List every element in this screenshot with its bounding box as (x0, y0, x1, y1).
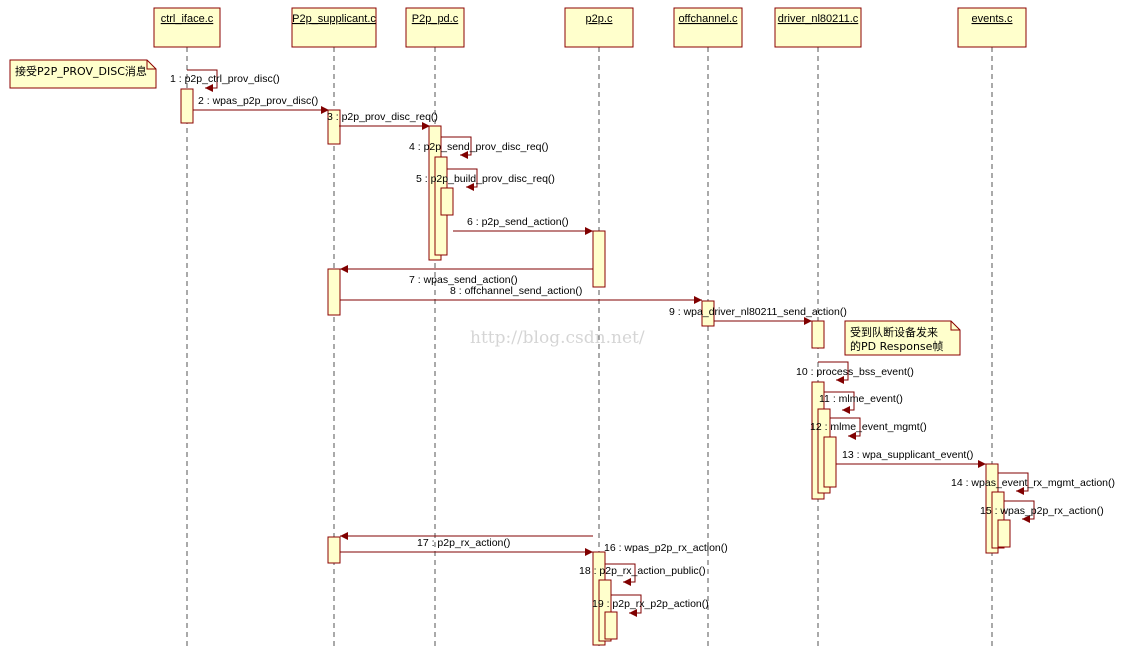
participant-supp-label: P2p_supplicant.c (292, 13, 376, 25)
activation-bar (327, 536, 341, 564)
message-10-arrow (818, 361, 849, 384)
message-5-arrow (447, 168, 478, 191)
note-2-text: 的PD Response帧 (850, 339, 943, 353)
participant-drv-label: driver_nl80211.c (778, 13, 859, 25)
message-8-label: 8 : offchannel_send_action() (450, 285, 582, 297)
message-19-arrow (611, 594, 642, 617)
participant-evt-label: events.c (972, 13, 1013, 25)
activation-bar (811, 320, 825, 349)
message-3-label: 3 : p2p_prov_disc_req() (327, 111, 438, 123)
message-11-label: 11 : mlme_event() (819, 393, 903, 405)
message-15-label: 15 : wpas_p2p_rx_action() (980, 505, 1104, 517)
message-10-label: 10 : process_bss_event() (796, 366, 914, 378)
activation-bar (604, 611, 618, 640)
note-2-text: 受到队断设备发来 (850, 325, 938, 339)
participant-drv-box[interactable] (774, 7, 862, 48)
activation-bar (823, 436, 837, 488)
participant-supp-box[interactable] (291, 7, 377, 48)
message-17-label: 17 : p2p_rx_action() (417, 537, 510, 549)
message-9-label: 9 : wpa_driver_nl80211_send_action() (669, 306, 847, 318)
activation-bar (327, 268, 341, 316)
note-2-box (844, 320, 961, 356)
participant-pd-box[interactable] (405, 7, 465, 48)
watermark-text: http://blog.csdn.net/ (470, 328, 645, 348)
participant-off-box[interactable] (673, 7, 743, 48)
message-2-label: 2 : wpas_p2p_prov_disc() (198, 95, 318, 107)
participant-off-label: offchannel.c (678, 13, 738, 25)
participant-ctrl-label: ctrl_iface.c (161, 13, 214, 25)
message-1-label: 1 : p2p_ctrl_prov_disc() (170, 73, 280, 85)
message-16-label: 16 : wpas_p2p_rx_action() (604, 542, 728, 554)
message-19-label: 19 : p2p_rx_p2p_action() (592, 598, 709, 610)
message-18-arrow (605, 563, 636, 586)
participant-ctrl-box[interactable] (153, 7, 221, 48)
message-5-label: 5 : p2p_build_prov_disc_req() (416, 173, 555, 185)
message-6-label: 6 : p2p_send_action() (467, 216, 569, 228)
message-12-arrow (830, 417, 861, 440)
participant-p2p-label: p2p.c (586, 13, 613, 25)
activation-bar (592, 230, 606, 288)
activation-bar (701, 300, 715, 327)
message-4-arrow (441, 136, 472, 159)
message-14-arrow (998, 472, 1029, 495)
message-7-label: 7 : wpas_send_action() (409, 274, 518, 286)
message-12-label: 12 : mlme_event_mgmt() (810, 421, 927, 433)
message-15-arrow (1004, 500, 1035, 523)
participant-p2p-box[interactable] (564, 7, 634, 48)
activation-bar (997, 519, 1011, 548)
message-14-label: 14 : wpas_event_rx_mgmt_action() (951, 477, 1115, 489)
note-1-text: 接受P2P_PROV_DISC消息 (15, 64, 147, 78)
message-4-label: 4 : p2p_send_prov_disc_req() (409, 141, 549, 153)
note-1-box (9, 59, 157, 89)
message-18-label: 18 : p2p_rx_action_public() (579, 565, 706, 577)
activation-bar (327, 109, 341, 145)
activation-bar (440, 187, 454, 216)
message-13-label: 13 : wpa_supplicant_event() (842, 449, 973, 461)
note-fold (146, 60, 156, 70)
message-1-arrow (187, 69, 218, 92)
message-11-arrow (824, 391, 855, 414)
participant-pd-label: P2p_pd.c (412, 13, 459, 25)
participant-evt-box[interactable] (957, 7, 1027, 48)
note-fold (950, 321, 960, 331)
activation-bar (180, 88, 194, 124)
